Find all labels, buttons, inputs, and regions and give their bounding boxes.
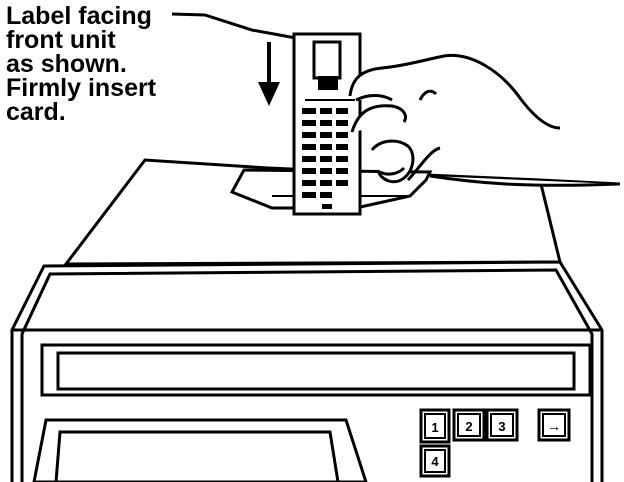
key-4-button[interactable]: 4 — [421, 446, 449, 476]
card — [294, 34, 360, 214]
lower-screen — [34, 420, 366, 482]
arrow-right-icon: → — [547, 418, 561, 434]
key-1-button[interactable]: 1 — [421, 410, 449, 442]
display-window — [42, 345, 590, 395]
key-arrow-button[interactable]: → — [539, 410, 569, 440]
leader-line — [172, 14, 296, 38]
key-1-label: 1 — [431, 420, 438, 435]
key-2-label: 2 — [465, 419, 472, 434]
key-3-label: 3 — [498, 419, 505, 434]
insert-direction-arrow-icon — [258, 42, 280, 106]
hand — [350, 55, 618, 185]
key-2-button[interactable]: 2 — [454, 410, 484, 440]
key-3-button[interactable]: 3 — [487, 410, 517, 440]
key-4-label: 4 — [431, 454, 439, 469]
